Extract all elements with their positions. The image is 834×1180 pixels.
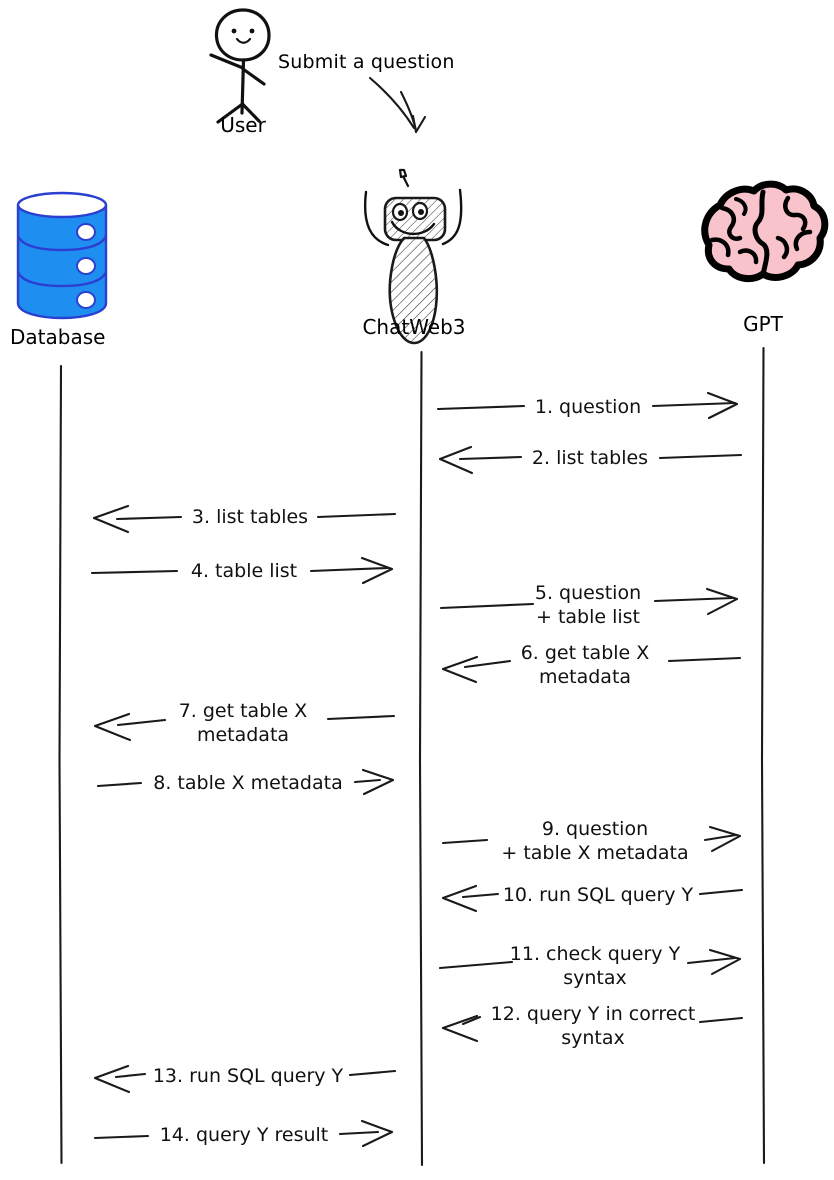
message-13-label: 13. run SQL query Y [153, 1065, 344, 1087]
message-9-label-line2: + table X metadata [501, 842, 688, 864]
message-4: 4. table list [90, 556, 394, 585]
message-6-label-line2: metadata [539, 666, 631, 688]
actor-label-chatweb3: ChatWeb3 [362, 315, 465, 339]
message-14-label: 14. query Y result [160, 1124, 329, 1146]
message-12-label-line2: syntax [561, 1027, 625, 1049]
message-4-label: 4. table list [191, 560, 297, 582]
message-2-label: 2. list tables [532, 447, 648, 469]
stick-figure-icon [209, 8, 271, 124]
message-6-label-line1: 6. get table X [521, 642, 650, 664]
message-2: 2. list tables [438, 445, 743, 475]
message-11: 11. check query Y syntax [438, 943, 742, 989]
message-7-label-line2: metadata [197, 724, 289, 746]
actor-label-user: User [220, 113, 266, 137]
message-3: 3. list tables [92, 504, 397, 534]
message-9: 9. question + table X metadata [441, 818, 742, 864]
actor-label-database: Database [10, 325, 105, 349]
brain-icon [701, 180, 829, 283]
message-9-label-line1: 9. question [542, 818, 648, 840]
message-11-label-line1: 11. check query Y [510, 943, 681, 965]
message-1: 1. question [436, 391, 739, 420]
message-5: 5. question + table list [439, 582, 739, 628]
robot-icon [363, 168, 463, 345]
database-cylinder-icon [16, 191, 108, 320]
message-7-label-line1: 7. get table X [179, 700, 308, 722]
lifeline-chatweb3 [418, 350, 424, 1167]
message-7: 7. get table X metadata [93, 700, 396, 746]
database-led-2 [76, 257, 96, 275]
database-led-1 [76, 223, 96, 241]
submit-question-label: Submit a question [278, 51, 455, 73]
lifeline-gpt [760, 346, 766, 1165]
message-6: 6. get table X metadata [441, 642, 742, 688]
actor-label-gpt: GPT [743, 312, 784, 336]
message-1-label: 1. question [535, 396, 641, 418]
message-8-label: 8. table X metadata [153, 772, 342, 794]
message-5-label-line2: + table list [536, 606, 640, 628]
message-11-label-line2: syntax [563, 967, 627, 989]
message-13: 13. run SQL query Y [93, 1064, 397, 1094]
message-3-label: 3. list tables [192, 506, 308, 528]
message-8: 8. table X metadata [96, 768, 395, 796]
message-12-label-line1: 12. query Y in correct [491, 1003, 696, 1025]
message-14: 14. query Y result [93, 1119, 394, 1148]
message-12: 12. query Y in correct syntax [441, 1003, 744, 1049]
submit-question-annotation: Submit a question [278, 51, 455, 134]
message-10-label: 10. run SQL query Y [503, 884, 694, 906]
message-10: 10. run SQL query Y [441, 884, 744, 913]
submit-question-arrow [368, 76, 416, 130]
lifeline-database [58, 364, 63, 1165]
database-led-3 [76, 291, 96, 309]
message-5-label-line1: 5. question [535, 582, 641, 604]
